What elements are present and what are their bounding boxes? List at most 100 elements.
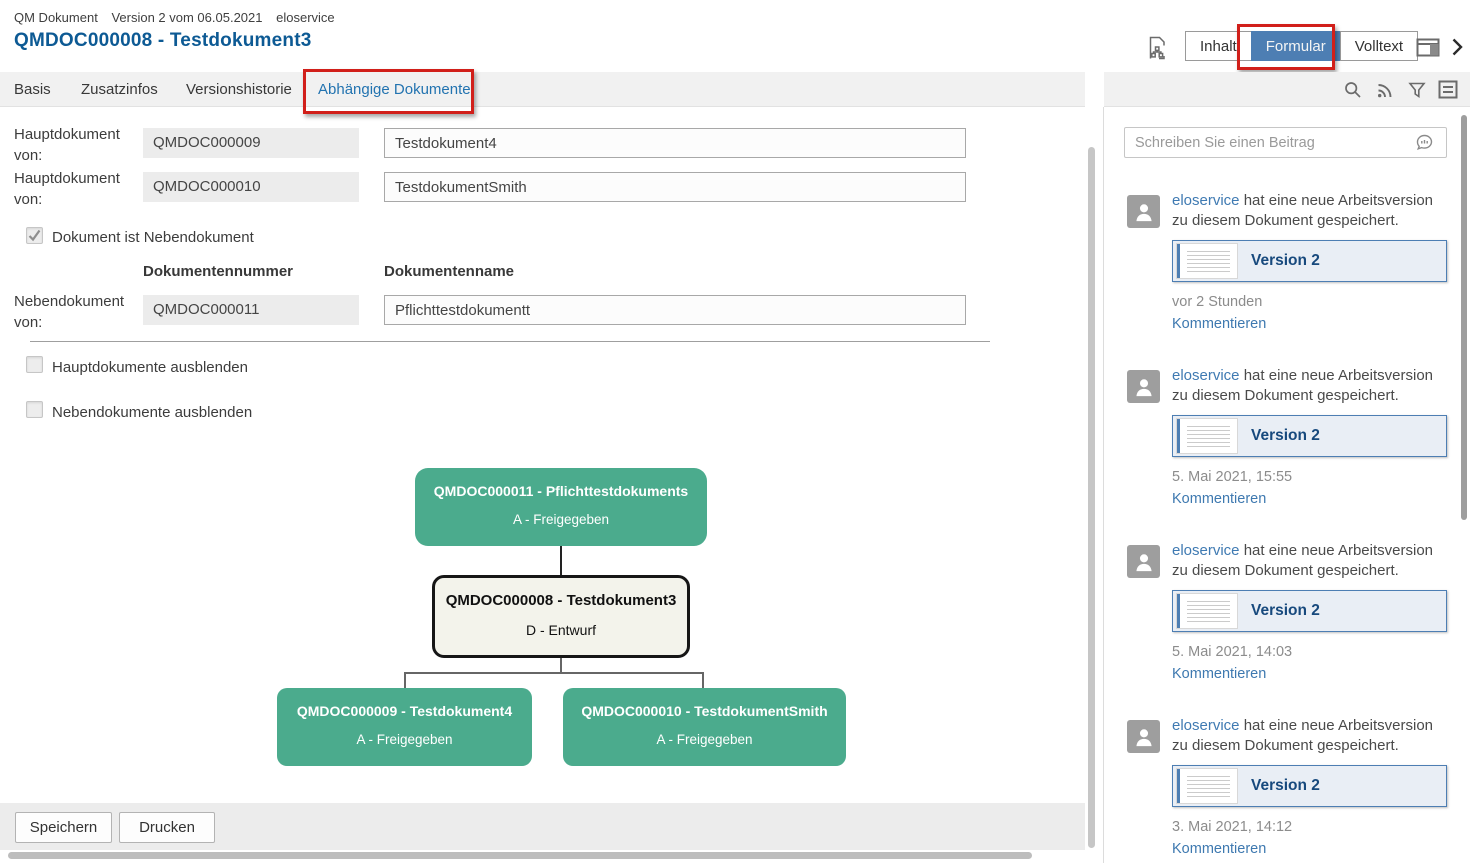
horizontal-scrollbar[interactable] [8,852,1032,859]
feed-action: hat eine neue Arbeitsversion zu diesem D… [1172,717,1433,754]
avatar [1127,195,1160,228]
nebendokument-checkbox[interactable] [26,227,43,244]
page-title: QMDOC000008 - Testdokument3 [14,30,312,51]
feed-action: hat eine neue Arbeitsversion zu diesem D… [1172,367,1433,404]
feed-message: eloservice hat eine neue Arbeitsversion … [1172,716,1452,756]
connector-horizontal [404,672,704,674]
feed-timestamp: 5. Mai 2021, 15:55 [1172,469,1293,485]
feed-timestamp: 5. Mai 2021, 14:03 [1172,644,1293,660]
sidebar-divider [1103,107,1104,863]
feed-message: eloservice hat eine neue Arbeitsversion … [1172,541,1452,581]
feed-icon[interactable] [1376,81,1394,99]
person-icon [1135,553,1152,571]
version-card[interactable]: Version 2 [1172,240,1447,282]
view-button-volltext[interactable]: Volltext [1339,31,1419,61]
version-label: Version 2 [1251,602,1320,619]
hide-hauptdokumente-checkbox[interactable] [26,356,43,373]
comment-link[interactable]: Kommentieren [1172,666,1267,682]
diagram-node-title: QMDOC000011 - Pflichttestdokuments [433,483,689,499]
hauptdokument-name-field-1[interactable]: Testdokument4 [384,128,966,158]
hide-nebendokumente-checkbox[interactable] [26,401,43,418]
column-header-dokumentennummer: Dokumentennummer [143,263,294,280]
hauptdokument-number-field-1[interactable]: QMDOC000009 [143,128,359,158]
feed-user: eloservice [1172,717,1240,734]
comment-link[interactable]: Kommentieren [1172,316,1267,332]
sidebar-scrollbar[interactable] [1461,115,1467,520]
tab-zusatzinfos[interactable]: Zusatzinfos [81,81,158,98]
diagram-node-status: A - Freigegeben [512,512,610,527]
hauptdokument-label-2: Hauptdokument von: [14,170,120,208]
nebendokument-name-field[interactable]: Pflichttestdokumentt [384,295,966,325]
tab-abhaengige-dokumente[interactable]: Abhängige Dokumente [318,81,471,98]
nebendokument-number-field[interactable]: QMDOC000011 [143,295,359,325]
comment-link[interactable]: Kommentieren [1172,841,1267,857]
check-icon [28,229,41,242]
connector-child-right [702,672,704,688]
document-hierarchy-icon[interactable] [1146,36,1168,60]
tab-versionshistorie[interactable]: Versionshistorie [186,81,292,98]
speech-bubble-icon[interactable] [1415,134,1434,152]
feed-timestamp: 3. Mai 2021, 14:12 [1172,819,1293,835]
diagram-node-current[interactable]: QMDOC000008 - Testdokument3 D - Entwurf [432,575,690,658]
comment-link[interactable]: Kommentieren [1172,491,1267,507]
panel-layout-icon[interactable] [1416,38,1440,57]
document-meta: QM Dokument Version 2 vom 06.05.2021 elo… [14,10,345,25]
feed-timestamp: vor 2 Stunden [1172,294,1263,310]
document-thumbnail [1176,418,1238,454]
search-icon[interactable] [1344,81,1362,99]
hauptdokument-number-field-2[interactable]: QMDOC000010 [143,172,359,202]
feed-action: hat eine neue Arbeitsversion zu diesem D… [1172,192,1433,229]
filter-icon[interactable] [1408,81,1426,99]
feed-user: eloservice [1172,367,1240,384]
column-header-dokumentenname: Dokumentenname [384,263,515,280]
sidebar-toolbar [1104,72,1470,107]
list-view-icon[interactable] [1438,80,1458,99]
diagram-node-title: QMDOC000009 - Testdokument4 [296,703,513,719]
document-thumbnail [1176,593,1238,629]
diagram-node-parent[interactable]: QMDOC000011 - Pflichttestdokuments A - F… [415,468,707,546]
feed-action: hat eine neue Arbeitsversion zu diesem D… [1172,542,1433,579]
view-switch: Inhalt Formular Volltext [1185,31,1419,61]
version-card[interactable]: Version 2 [1172,415,1447,457]
tab-basis[interactable]: Basis [14,81,51,98]
avatar [1127,545,1160,578]
connector-current [560,658,562,673]
nebendokument-label: Nebendokument von: [14,293,125,331]
doc-type-label: QM Dokument [14,10,98,25]
diagram-node-status: D - Entwurf [525,622,596,638]
view-button-inhalt[interactable]: Inhalt [1185,31,1251,61]
save-button[interactable]: Speichern [15,812,112,843]
hauptdokument-name-field-2[interactable]: TestdokumentSmith [384,172,966,202]
feed-user: eloservice [1172,542,1240,559]
feed-message: eloservice hat eine neue Arbeitsversion … [1172,366,1452,406]
avatar [1127,370,1160,403]
compose-post-input[interactable] [1124,127,1447,158]
diagram-node-status: A - Freigegeben [356,732,453,747]
person-icon [1135,378,1152,396]
tab-strip: Basis Zusatzinfos Versionshistorie Abhän… [0,72,1085,107]
version-card[interactable]: Version 2 [1172,590,1447,632]
document-thumbnail [1176,768,1238,804]
nebendokument-checkbox-label: Dokument ist Nebendokument [52,229,254,246]
diagram-node-title: QMDOC000008 - Testdokument3 [445,592,677,609]
doc-owner-label: eloservice [276,10,335,25]
diagram-node-title: QMDOC000010 - TestdokumentSmith [581,703,828,719]
connector-child-left [404,672,406,688]
hide-hauptdokumente-label: Hauptdokumente ausblenden [52,359,248,376]
document-thumbnail [1176,243,1238,279]
diagram-node-status: A - Freigegeben [656,732,753,747]
view-button-formular[interactable]: Formular [1250,31,1340,61]
hauptdokument-label-1: Hauptdokument von: [14,126,120,164]
print-button[interactable]: Drucken [119,812,215,843]
diagram-node-child-1[interactable]: QMDOC000009 - Testdokument4 A - Freigege… [277,688,532,766]
version-label: Version 2 [1251,252,1320,269]
feed-user: eloservice [1172,192,1240,209]
version-label: Version 2 [1251,777,1320,794]
version-card[interactable]: Version 2 [1172,765,1447,807]
person-icon [1135,728,1152,746]
avatar [1127,720,1160,753]
connector-parent [560,546,562,575]
chevron-right-icon[interactable] [1451,37,1464,57]
main-scrollbar[interactable] [1088,147,1095,848]
diagram-node-child-2[interactable]: QMDOC000010 - TestdokumentSmith A - Frei… [563,688,846,766]
